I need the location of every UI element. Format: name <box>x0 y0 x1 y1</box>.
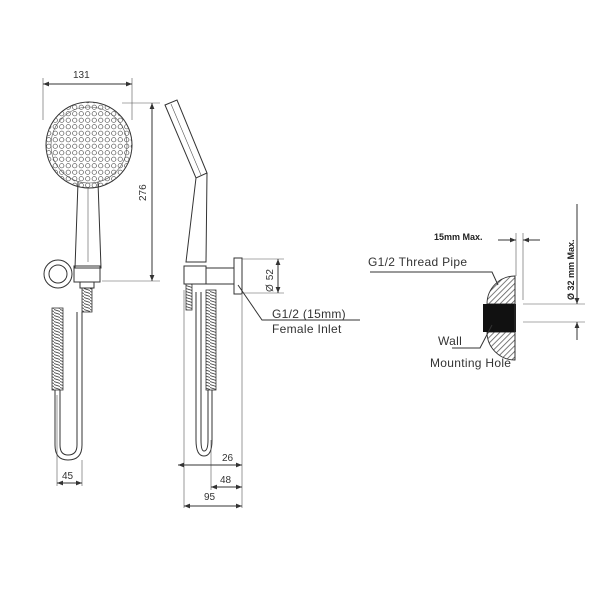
dimension-lines <box>42 78 360 509</box>
wall-bracket-side <box>183 257 243 295</box>
mounting-detail <box>370 204 585 361</box>
max-depth-label: 15mm Max. <box>434 232 483 242</box>
side-view <box>164 99 243 457</box>
hose-side <box>185 283 217 457</box>
wall-bracket-front <box>43 259 101 289</box>
dim-overall-height: 276 <box>138 184 149 201</box>
mounting-hole-label: Mounting Hole <box>430 356 511 370</box>
handle-side <box>185 172 208 263</box>
wall-hatch-top <box>486 275 516 305</box>
dim-hose-side: 26 <box>222 453 234 464</box>
dim-bracket-depth: 48 <box>220 475 232 486</box>
front-view <box>43 101 133 461</box>
dim-bracket-diameter: Ø52 <box>265 269 276 292</box>
dim-head-width: 131 <box>73 70 90 81</box>
inlet-label-line2: Female Inlet <box>272 322 342 336</box>
wall-label: Wall <box>438 334 462 348</box>
wall-band <box>483 304 516 332</box>
inlet-label-line1: G1/2 (15mm) <box>272 307 346 321</box>
thread-pipe-label: G1/2 Thread Pipe <box>368 255 467 269</box>
hose-front <box>51 287 93 461</box>
max-diameter-label: Ø 32 mm Max. <box>566 239 576 300</box>
dim-overall-depth: 95 <box>204 492 216 503</box>
shower-head-front <box>45 101 133 189</box>
dim-hose-front: 45 <box>62 471 74 482</box>
handle-front <box>74 181 102 269</box>
